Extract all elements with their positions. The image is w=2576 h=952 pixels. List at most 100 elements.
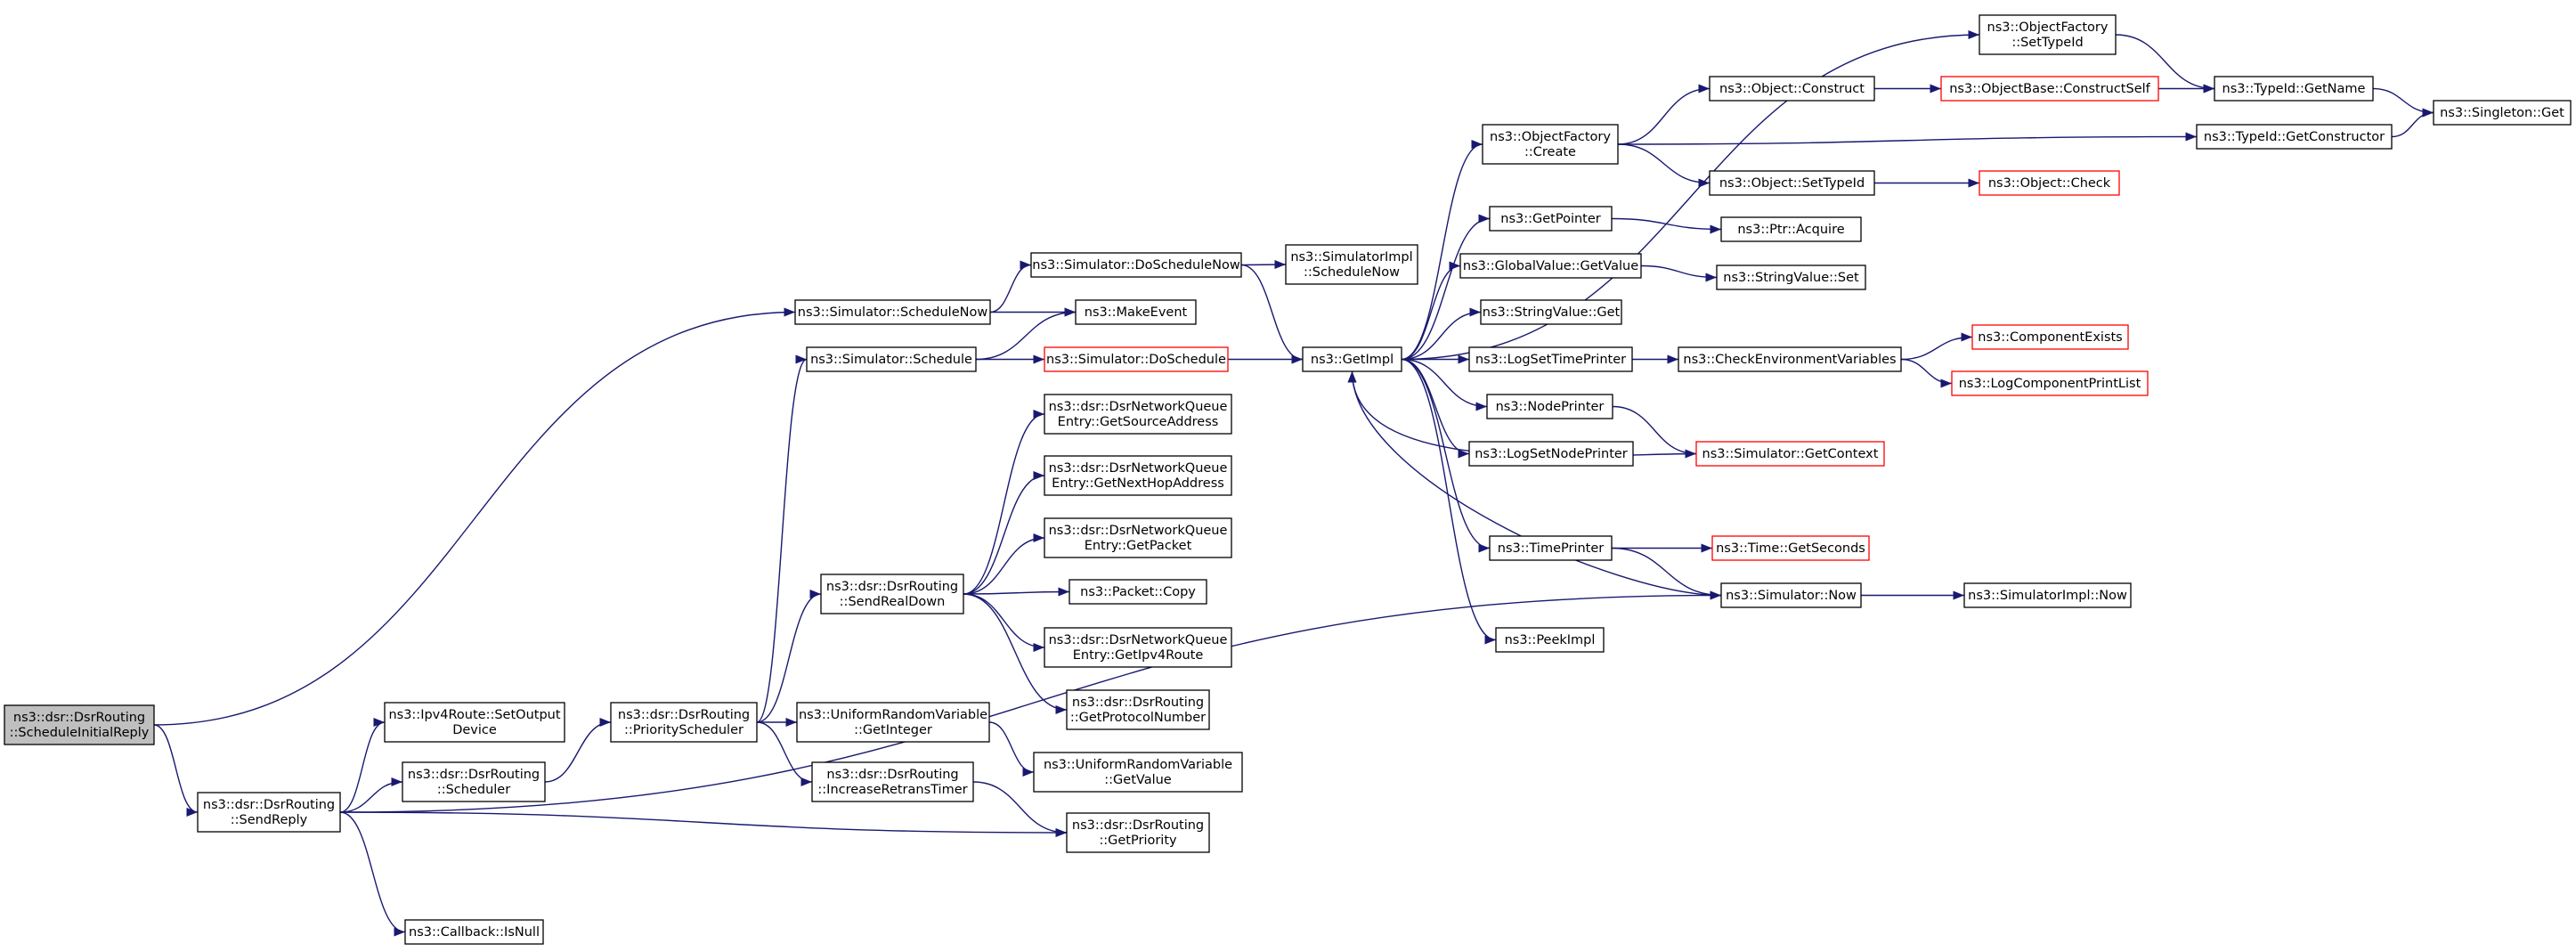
node-logsetnodeprinter[interactable]: ns3::LogSetNodePrinter	[1468, 441, 1634, 467]
node-box	[1044, 394, 1232, 435]
node-getsourceaddr[interactable]: ns3::dsr::DsrNetworkQueueEntry::GetSourc…	[1044, 394, 1232, 435]
node-logcompprintlist[interactable]: ns3::LogComponentPrintList	[1951, 370, 2149, 396]
node-box	[4, 704, 155, 745]
edge-root-to-schedulenow	[153, 307, 796, 726]
node-simulator_now[interactable]: ns3::Simulator::Now	[1720, 582, 1862, 608]
node-label: ns3::LogSetTimePrinter	[1475, 353, 1626, 367]
node-schedule[interactable]: ns3::Simulator::Schedule	[806, 346, 977, 372]
node-prioritysched[interactable]: ns3::dsr::DsrRouting::PriorityScheduler	[610, 702, 758, 743]
node-peekimpl[interactable]: ns3::PeekImpl	[1495, 627, 1605, 653]
node-label: ns3::dsr::DsrRouting	[203, 798, 335, 812]
node-globalvalue_get[interactable]: ns3::GlobalValue::GetValue	[1459, 253, 1642, 279]
node-label: ns3::TimePrinter	[1498, 541, 1605, 556]
node-label: ::ScheduleInitialReply	[10, 726, 150, 740]
node-label: ns3::Ptr::Acquire	[1737, 223, 1844, 237]
node-stringvalue_get[interactable]: ns3::StringValue::Get	[1480, 299, 1622, 325]
node-box	[2196, 124, 2393, 150]
node-scheduler[interactable]: ns3::dsr::DsrRouting::Scheduler	[402, 761, 546, 802]
node-root[interactable]: ns3::dsr::DsrRouting::ScheduleInitialRep…	[4, 704, 155, 745]
node-label: ns3::CheckEnvironmentVariables	[1683, 353, 1896, 367]
node-label: ns3::PeekImpl	[1505, 633, 1596, 647]
node-timeprinter[interactable]: ns3::TimePrinter	[1489, 535, 1613, 561]
node-label: Entry::GetNextHopAddress	[1052, 476, 1224, 491]
node-getcontext[interactable]: ns3::Simulator::GetContext	[1695, 441, 1885, 467]
node-label: ns3::dsr::DsrRouting	[1072, 696, 1204, 710]
edge-sendrealdown-to-getnexthop	[963, 470, 1045, 595]
node-schedulenow[interactable]: ns3::Simulator::ScheduleNow	[794, 299, 991, 325]
edge-sendreply-to-isnull	[339, 811, 406, 937]
node-object_check[interactable]: ns3::Object::Check	[1979, 170, 2120, 196]
node-typeid_getname[interactable]: ns3::TypeId::GetName	[2214, 76, 2374, 102]
node-getprotocol[interactable]: ns3::dsr::DsrRouting::GetProtocolNumber	[1066, 689, 1210, 730]
node-sendrealdown[interactable]: ns3::dsr::DsrRouting::SendRealDown	[820, 574, 964, 614]
node-box	[796, 702, 990, 743]
node-getimpl[interactable]: ns3::GetImpl	[1302, 346, 1402, 372]
node-simimpl_now[interactable]: ns3::SimulatorImpl::Now	[1963, 582, 2132, 608]
node-label: ns3::GetPointer	[1500, 212, 1601, 226]
edge-getinteger-to-getvalue_urv	[988, 721, 1035, 777]
node-nodeprinter[interactable]: ns3::NodePrinter	[1486, 394, 1613, 419]
node-box	[1940, 76, 2159, 102]
node-label: ns3::Object::Construct	[1719, 82, 1865, 96]
node-label: ns3::Singleton::Get	[2440, 106, 2564, 120]
node-objfactory_settypeid[interactable]: ns3::ObjectFactory::SetTypeId	[1979, 14, 2117, 55]
node-getinteger[interactable]: ns3::UniformRandomVariable::GetInteger	[796, 702, 990, 743]
node-isnull[interactable]: ns3::Callback::IsNull	[404, 919, 544, 945]
node-box	[794, 299, 991, 325]
node-makeevent[interactable]: ns3::MakeEvent	[1075, 299, 1197, 325]
node-box	[1716, 264, 1866, 290]
edge-objfactory_create-to-object_construct	[1617, 84, 1711, 145]
node-getipv4route[interactable]: ns3::dsr::DsrNetworkQueueEntry::GetIpv4R…	[1044, 627, 1232, 668]
node-object_construct[interactable]: ns3::Object::Construct	[1709, 76, 1875, 102]
node-label: ns3::Object::Check	[1988, 176, 2111, 191]
node-ptr_acquire[interactable]: ns3::Ptr::Acquire	[1720, 216, 1862, 242]
node-label: ns3::MakeEvent	[1085, 305, 1188, 320]
node-label: ns3::Callback::IsNull	[409, 925, 540, 940]
node-label: ns3::Simulator::ScheduleNow	[798, 305, 988, 320]
edge-prioritysched-to-increaseretrans	[756, 721, 813, 787]
edge-getimpl-to-timeprinter	[1401, 358, 1491, 553]
node-componentexists[interactable]: ns3::ComponentExists	[1971, 324, 2129, 350]
edge-sendreply-to-simulator_now	[339, 590, 1722, 813]
node-getpointer[interactable]: ns3::GetPointer	[1489, 206, 1613, 232]
edge-getimpl-to-getpointer	[1401, 214, 1491, 361]
node-getpacket[interactable]: ns3::dsr::DsrNetworkQueueEntry::GetPacke…	[1044, 517, 1232, 558]
node-label: ns3::dsr::DsrRouting	[826, 768, 958, 782]
node-getvalue_urv[interactable]: ns3::UniformRandomVariable::GetValue	[1033, 752, 1243, 793]
node-getnexthop[interactable]: ns3::dsr::DsrNetworkQueueEntry::GetNextH…	[1044, 455, 1232, 496]
edge-getimpl-to-nodeprinter	[1401, 358, 1488, 411]
node-doschedule[interactable]: ns3::Simulator::DoSchedule	[1044, 346, 1229, 372]
node-stringvalue_set[interactable]: ns3::StringValue::Set	[1716, 264, 1866, 290]
edge-objfactory_create-to-object_settypeid	[1617, 143, 1711, 188]
node-getpriority[interactable]: ns3::dsr::DsrRouting::GetPriority	[1066, 812, 1210, 853]
node-logsettimeprinter[interactable]: ns3::LogSetTimePrinter	[1468, 346, 1633, 372]
node-label: ns3::Simulator::DoScheduleNow	[1032, 258, 1240, 273]
node-label: ns3::Object::SetTypeId	[1719, 176, 1865, 191]
node-objfactory_create[interactable]: ns3::ObjectFactory::Create	[1482, 124, 1619, 165]
node-packetcopy[interactable]: ns3::Packet::Copy	[1069, 579, 1207, 605]
node-box	[1033, 752, 1243, 793]
node-label: Entry::GetPacket	[1085, 539, 1192, 553]
node-sendreply[interactable]: ns3::dsr::DsrRouting::SendReply	[197, 792, 341, 833]
node-object_settypeid[interactable]: ns3::Object::SetTypeId	[1709, 170, 1875, 196]
node-getseconds[interactable]: ns3::Time::GetSeconds	[1711, 535, 1870, 561]
node-simimpl_schednow[interactable]: ns3::SimulatorImpl::ScheduleNow	[1285, 244, 1418, 285]
edge-schedulenow-to-doschedulenow	[989, 260, 1032, 313]
node-label: Entry::GetIpv4Route	[1073, 648, 1204, 663]
node-label: ns3::Simulator::GetContext	[1702, 447, 1879, 461]
edge-getimpl-to-peekimpl	[1401, 358, 1497, 645]
node-singleton_get[interactable]: ns3::Singleton::Get	[2433, 100, 2572, 126]
node-label: ns3::ObjectFactory	[1987, 20, 2109, 35]
node-typeid_getctor[interactable]: ns3::TypeId::GetConstructor	[2196, 124, 2393, 150]
node-label: ns3::UniformRandomVariable	[1044, 758, 1232, 772]
node-box	[610, 702, 758, 743]
node-box	[1480, 299, 1622, 325]
node-checkenv[interactable]: ns3::CheckEnvironmentVariables	[1678, 346, 1902, 372]
node-objbase_constructself[interactable]: ns3::ObjectBase::ConstructSelf	[1940, 76, 2159, 102]
node-label: ns3::dsr::DsrRouting	[618, 708, 750, 722]
node-doschedulenow[interactable]: ns3::Simulator::DoScheduleNow	[1030, 252, 1242, 278]
node-box	[2214, 76, 2374, 102]
node-label: ns3::LogSetNodePrinter	[1475, 447, 1628, 461]
node-increaseretrans[interactable]: ns3::dsr::DsrRouting::IncreaseRetransTim…	[811, 761, 974, 802]
